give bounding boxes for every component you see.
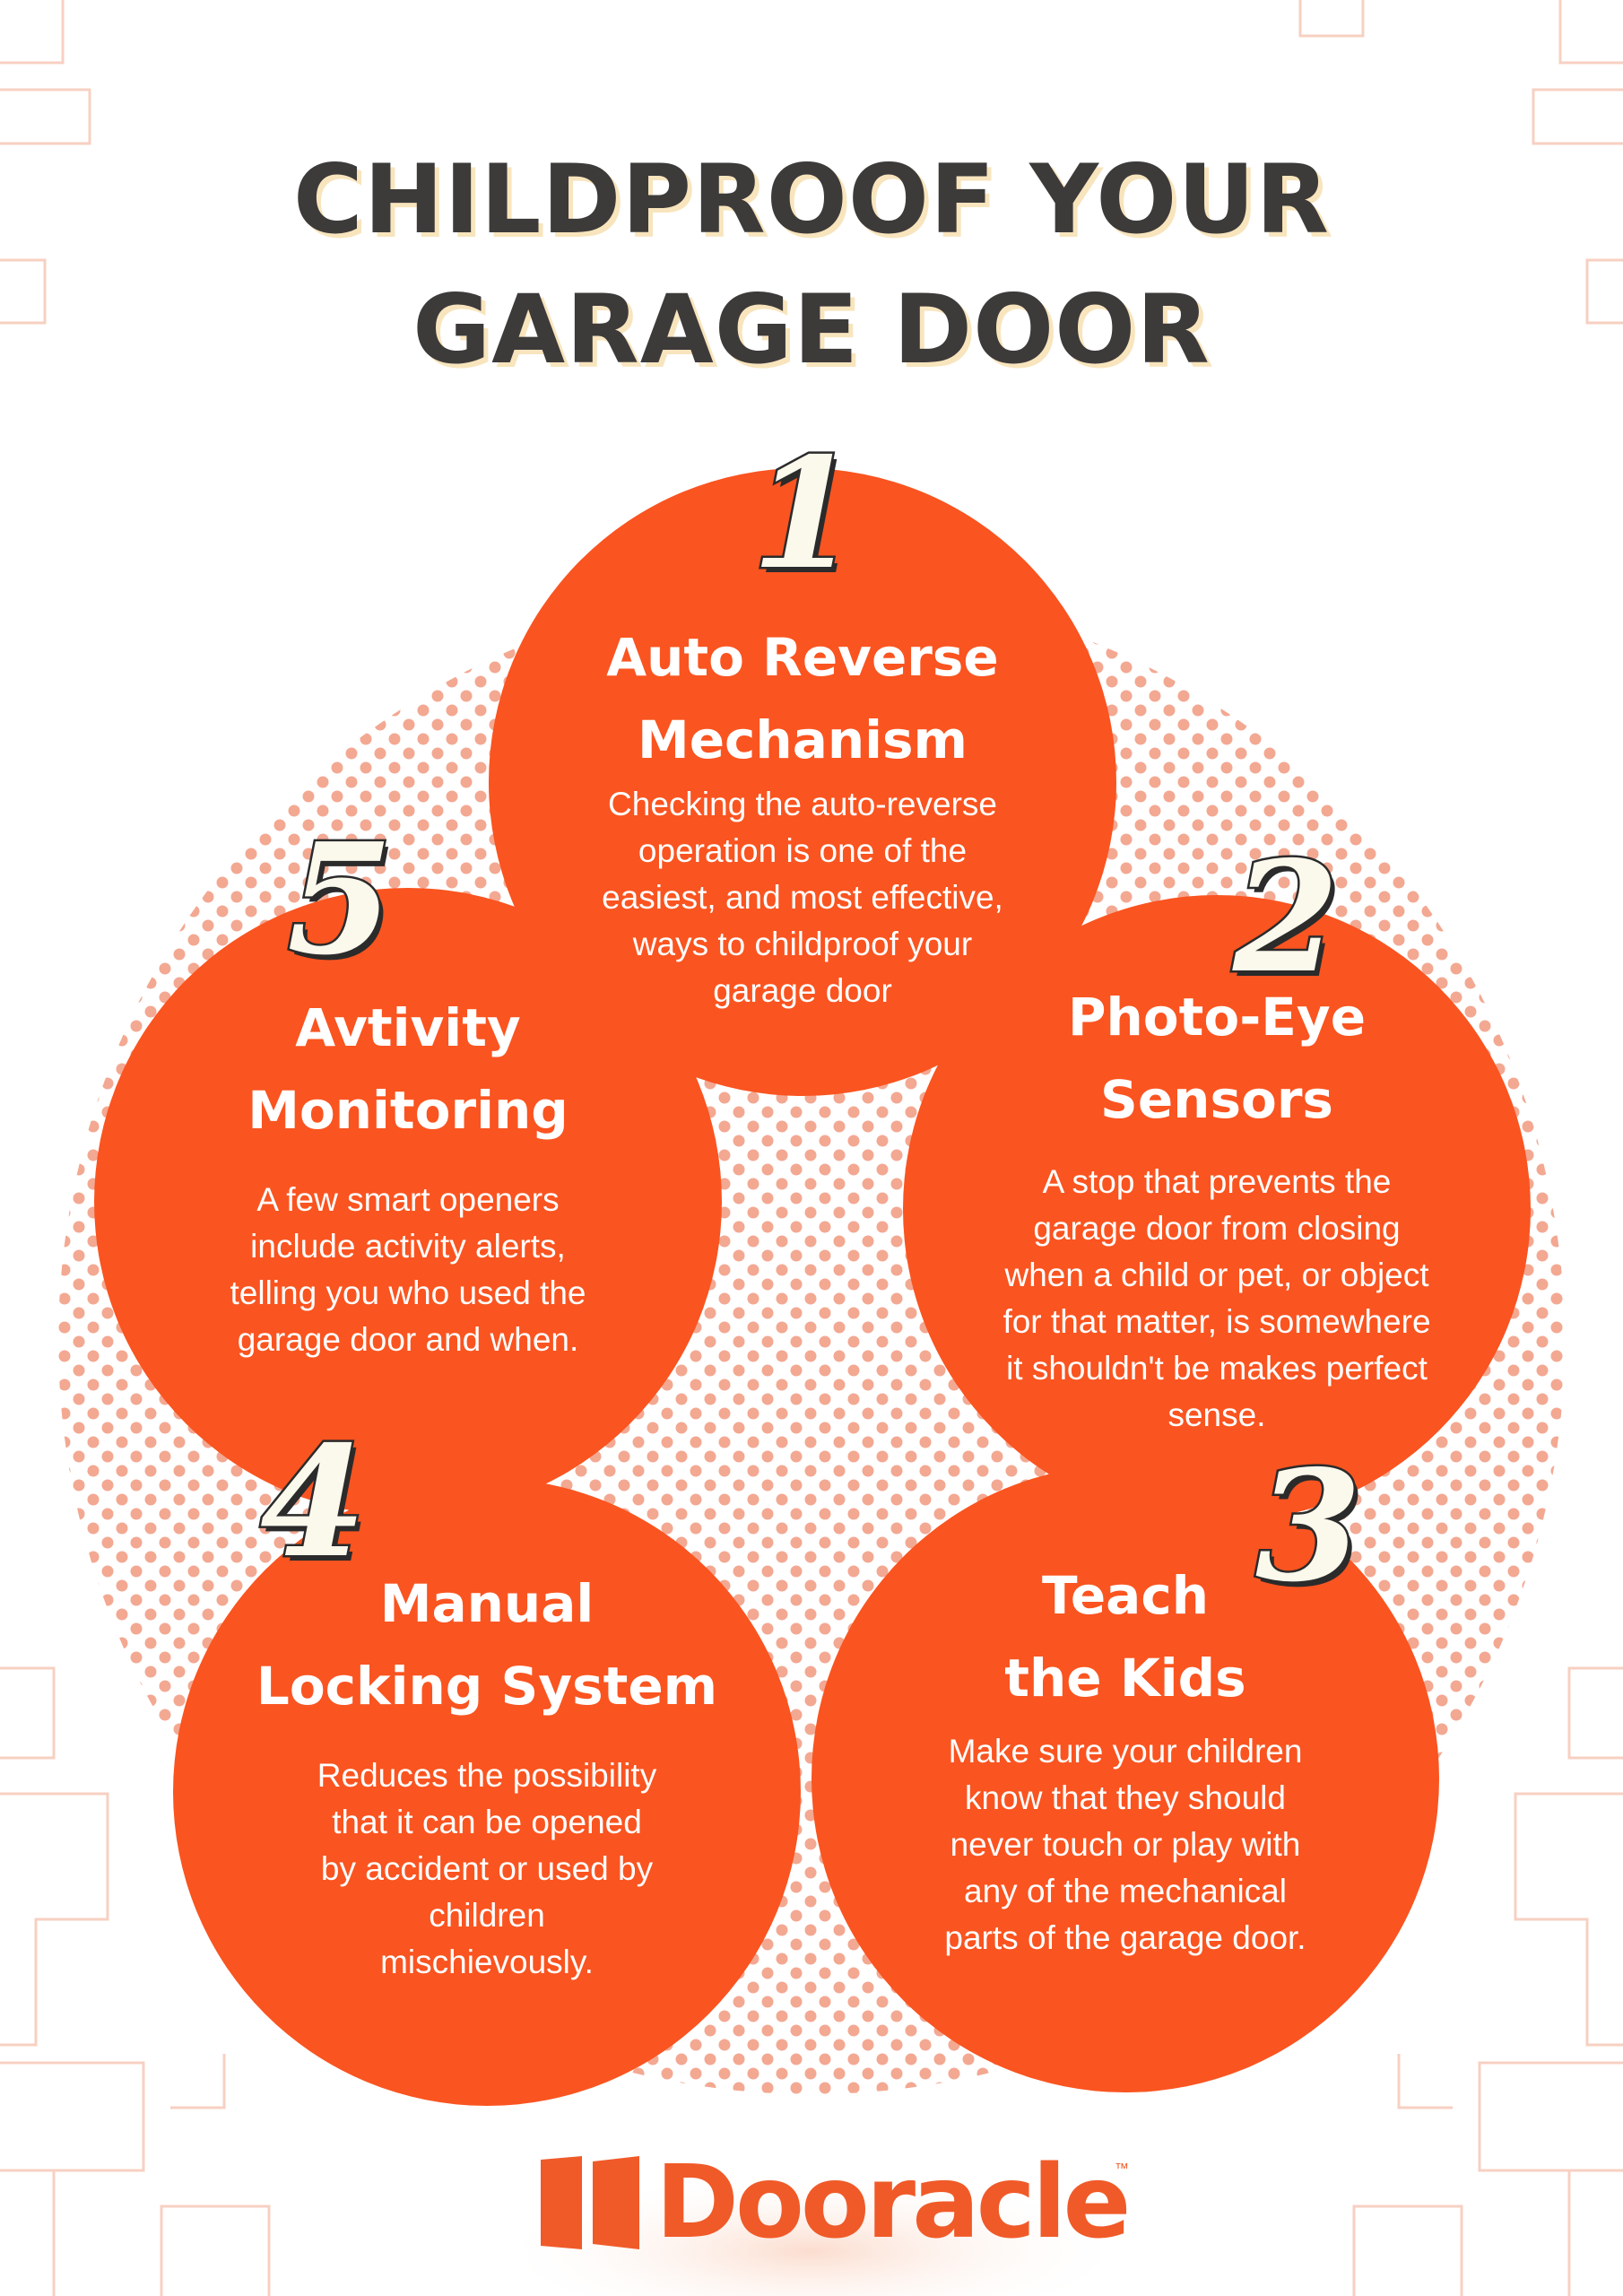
page-title: CHILDPROOF YOUR GARAGE DOOR [0,135,1623,395]
logo-glow [489,2170,1134,2296]
step-4-number: 4 [257,1413,368,1592]
step-2-number: 2 [1230,828,1341,1007]
logo-trademark: ™ [1115,2161,1129,2177]
title-line-1: CHILDPROOF YOUR [292,144,1331,255]
title-line-2: GARAGE DOOR [412,274,1211,385]
logo-wordmark: Dooracle [655,2144,1131,2261]
step-3-number: 3 [1253,1437,1363,1616]
door-logo-icon [541,2156,639,2249]
dooracle-logo: Dooracle ™ [541,2149,1131,2257]
step-5-number: 5 [284,810,395,989]
step-1-number: 1 [749,424,859,604]
